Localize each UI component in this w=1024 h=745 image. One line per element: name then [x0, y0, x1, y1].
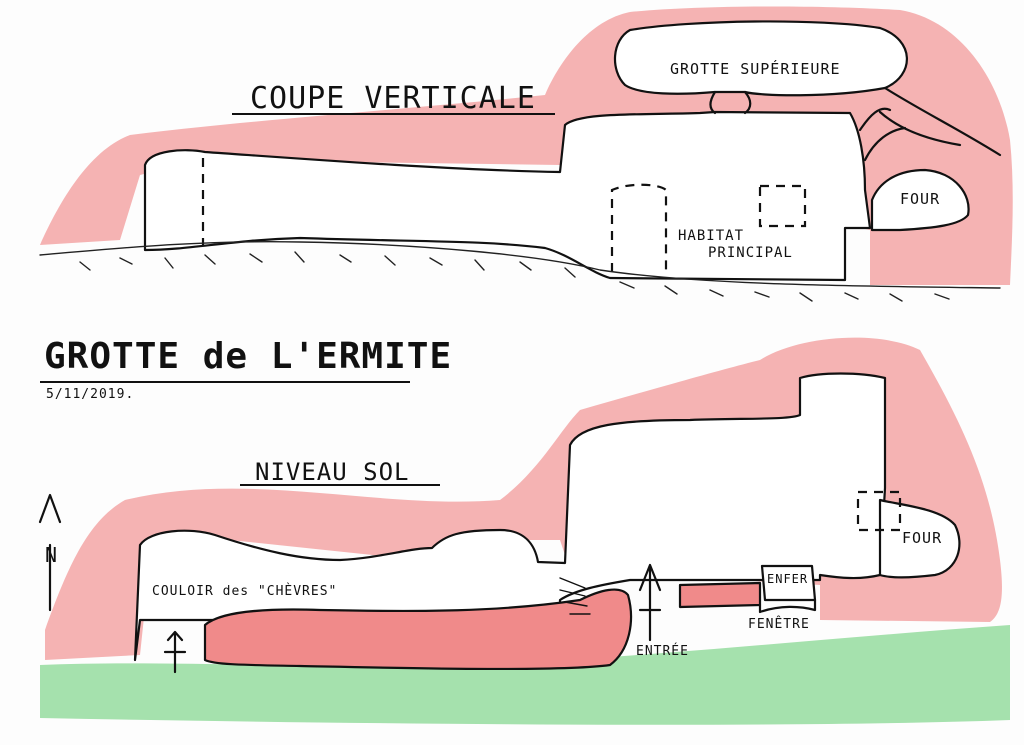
oven-plan-label: FOUR — [902, 529, 942, 547]
north-arrow-icon: N — [38, 493, 62, 612]
entrance-label: ENTRÉE — [636, 643, 689, 659]
window-label: FENÊTRE — [748, 616, 810, 632]
hell-chamber-lines — [758, 598, 817, 614]
ground-level-plan: N — [38, 337, 1010, 725]
sketch-title: GROTTE de L'ERMITE — [44, 336, 452, 377]
goat-corridor-label: COULOIR des "CHÈVRES" — [152, 583, 337, 599]
window-dashed — [758, 184, 807, 228]
upper-cave-shaft — [709, 90, 752, 115]
main-dwelling-label-2: PRINCIPAL — [708, 245, 793, 261]
ground-level-heading: NIVEAU SOL — [255, 458, 410, 486]
door-dashed — [610, 183, 668, 272]
oven-dashed-box — [856, 490, 902, 532]
ground-hatching — [39, 240, 1001, 302]
inner-rock-slab — [203, 588, 633, 671]
vegetation-strip — [40, 625, 1010, 725]
right-rock-bar — [678, 581, 762, 609]
light-rays — [559, 577, 591, 615]
vertical-section-heading: COUPE VERTICALE — [250, 81, 536, 116]
oven-vertical-label: FOUR — [900, 190, 940, 208]
vertical-section — [39, 6, 1013, 302]
main-cave-plan — [133, 372, 887, 662]
hell-label: ENFER — [767, 572, 808, 586]
main-dwelling-label-1: HABITAT — [678, 228, 744, 244]
entrance-marker-right — [638, 563, 662, 642]
vertical-right-lines — [858, 86, 1002, 162]
main-cave-vertical — [143, 110, 872, 282]
upper-cave-label: GROTTE SUPÉRIEURE — [670, 59, 841, 78]
oven-vertical — [870, 168, 970, 232]
upper-cave — [613, 20, 908, 97]
north-label: N — [45, 543, 58, 567]
sketch-date: 5/11/2019. — [46, 387, 134, 402]
entrance-marker-left — [163, 630, 187, 674]
